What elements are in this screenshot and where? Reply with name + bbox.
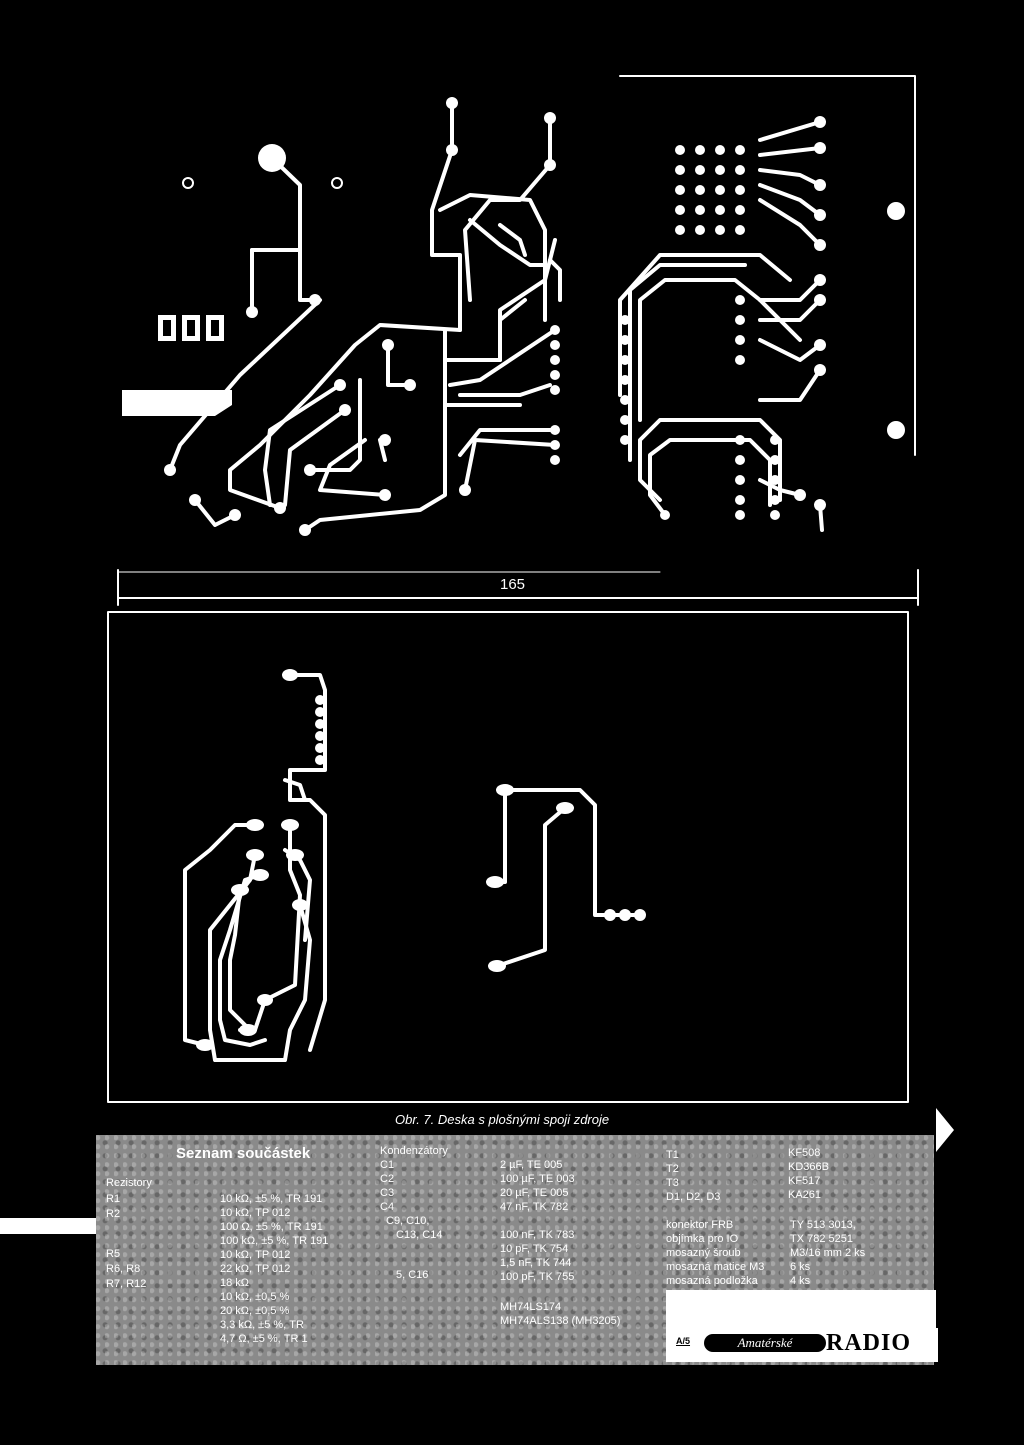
semi-value: KF517: [788, 1175, 821, 1187]
capacitor-value: 20 µF, TE 005: [500, 1187, 569, 1199]
resistor-ref: R2: [106, 1208, 121, 1220]
misc-value: TY 513 3013,: [790, 1219, 856, 1231]
issue-number: A/5: [676, 1336, 691, 1346]
resistors-header: Rezistory: [106, 1177, 152, 1189]
scan-band: [0, 1218, 96, 1234]
semi-value: KF508: [788, 1147, 821, 1159]
misc-value: M3/16 mm 2 ks: [790, 1247, 866, 1259]
capacitor-ref: C9, C10,: [386, 1215, 430, 1227]
capacitor-ref: C2: [380, 1173, 395, 1185]
scan-band-right: [666, 1290, 936, 1328]
misc-value: TX 782 5251: [790, 1233, 853, 1245]
page-turn-arrow-icon: [936, 1108, 954, 1152]
capacitor-value: 100 pF, TK 755: [500, 1271, 575, 1283]
resistor-ref: R7, R12: [106, 1278, 147, 1290]
resistor-value: 20 kΩ, ±0,5 %: [220, 1305, 290, 1317]
resistor-value: 10 kΩ, ±5 %, TR 191: [220, 1193, 323, 1205]
resistor-value: 10 kΩ, TP 012: [220, 1249, 291, 1261]
resistor-value: 100 Ω, ±5 %, TR 191: [220, 1221, 323, 1233]
parts-list-title: Seznam součástek: [176, 1145, 311, 1162]
resistor-value: 4,7 Ω, ±5 %, TR 1: [220, 1333, 308, 1345]
misc-ref: objímka pro IO: [666, 1233, 739, 1245]
capacitors-header: Kondenzátory: [380, 1145, 448, 1157]
capacitor-ref: C4: [380, 1201, 395, 1213]
capacitor-ref: C3: [380, 1187, 395, 1199]
resistor-value: 18 kΩ: [220, 1277, 250, 1289]
capacitor-value: 2 µF, TE 005: [500, 1159, 563, 1171]
capacitor-ref: 5, C16: [396, 1269, 429, 1281]
resistor-value: 3,3 kΩ, ±5 %, TR: [220, 1319, 304, 1331]
semi-value: KD366B: [788, 1161, 829, 1173]
misc-ref: mosazná matice M3: [666, 1261, 765, 1273]
resistor-value: 10 kΩ, TP 012: [220, 1207, 291, 1219]
capacitor-value: 47 nF, TK 782: [500, 1201, 569, 1213]
misc-value: 4 ks: [790, 1275, 811, 1287]
magazine-title: RADIO: [826, 1330, 912, 1356]
dimension-label: 165: [500, 576, 526, 593]
capacitor-ref: C13, C14: [396, 1229, 443, 1241]
resistor-value: 22 kΩ, TP 012: [220, 1263, 291, 1275]
ic-item: MH74ALS138 (MH3205): [500, 1315, 621, 1327]
semi-value: KA261: [788, 1189, 822, 1201]
brand-logo: Amatérské: [704, 1334, 826, 1352]
capacitor-value: 100 nF, TK 783: [500, 1229, 575, 1241]
magazine-footer: A/5 Amatérské RADIO: [666, 1328, 938, 1362]
misc-ref: konektor FRB: [666, 1219, 734, 1231]
capacitor-value: 1,5 nF, TK 744: [500, 1257, 572, 1269]
resistor-value: 10 kΩ, ±0,5 %: [220, 1291, 290, 1303]
semi-ref: T3: [666, 1177, 679, 1189]
semi-ref: T1: [666, 1149, 679, 1161]
capacitor-value: 100 µF, TE 003: [500, 1173, 575, 1185]
resistor-ref: R1: [106, 1193, 121, 1205]
misc-ref: mosazná podložka: [666, 1275, 758, 1287]
semi-ref: T2: [666, 1163, 679, 1175]
figure-caption: Obr. 7. Deska s plošnými spoji zdroje: [395, 1112, 610, 1127]
resistor-ref: R6, R8: [106, 1263, 141, 1275]
capacitor-value: 10 pF, TK 754: [500, 1243, 569, 1255]
semi-ref: D1, D2, D3: [666, 1191, 721, 1203]
ic-item: MH74LS174: [500, 1301, 562, 1313]
misc-ref: mosazný šroub: [666, 1247, 741, 1259]
resistor-value: 100 kΩ, ±5 %, TR 191: [220, 1235, 329, 1247]
capacitor-ref: C1: [380, 1159, 395, 1171]
misc-value: 6 ks: [790, 1261, 811, 1273]
resistor-ref: R5: [106, 1248, 121, 1260]
